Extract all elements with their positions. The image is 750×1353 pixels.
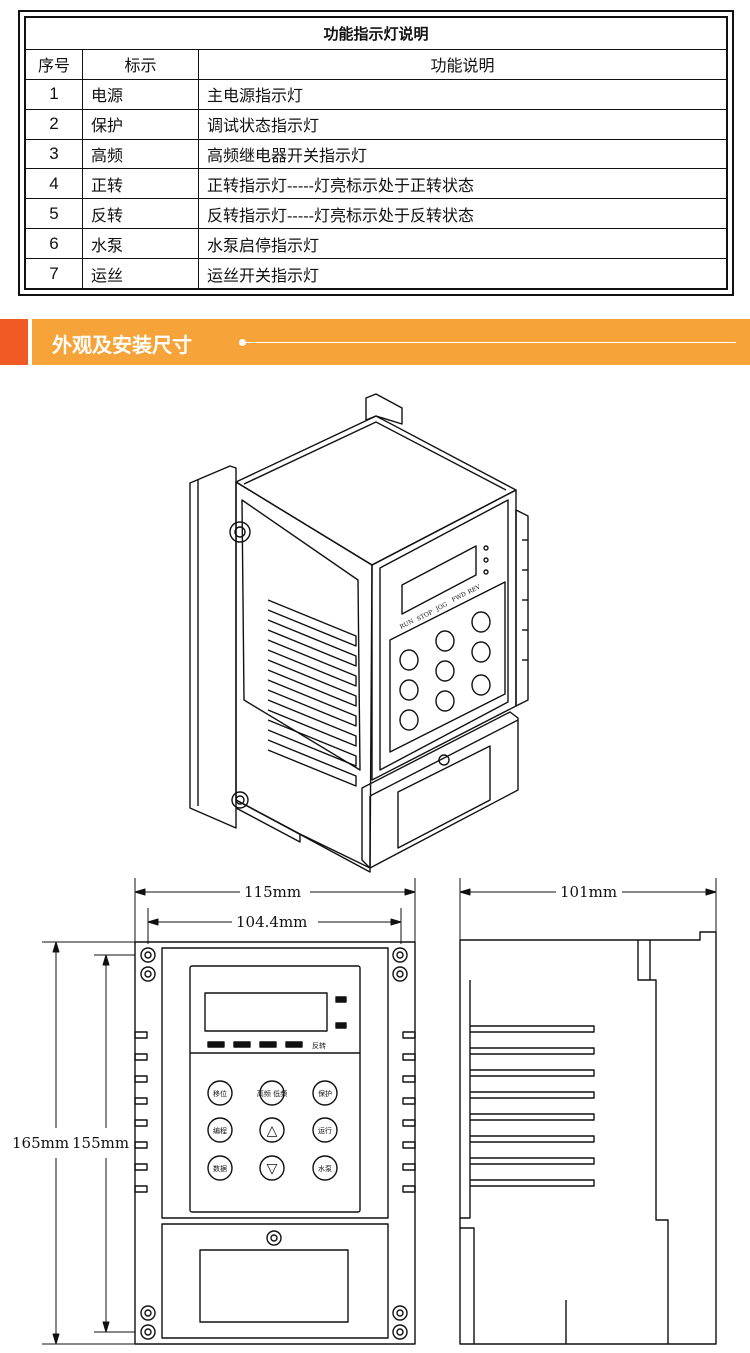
front-view [134,941,416,1345]
front-led-indicators [207,1041,303,1048]
table-row: 6 水泵 水泵启停指示灯 [25,228,727,260]
row-label: 高频 [82,138,199,170]
side-vents [470,1025,595,1187]
iso-keypad [389,581,506,753]
button-label: 高频 低频 [257,1089,287,1098]
iso-buttons [399,611,491,731]
section-title: 外观及安装尺寸 [52,333,192,357]
button-label: 运行 [318,1126,332,1135]
indicator-table: 功能指示灯说明 序号 标示 功能说明 1 电源 主电源指示灯 2 保护 调试状态… [18,10,734,296]
iso-side-face [235,481,373,873]
front-status-label: 反转 [312,1041,326,1050]
iso-bottom-cover [361,711,519,869]
row-label: 水泵 [82,228,199,260]
table-row: 7 运丝 运丝开关指示灯 [25,258,727,289]
table-title: 功能指示灯说明 [25,17,727,50]
banner-divider [246,342,736,343]
row-label: 反转 [82,198,199,230]
banner-dot-icon [239,339,246,346]
row-label: 保护 [82,108,199,140]
row-no: 7 [25,258,83,289]
button-label: 编程 [213,1126,227,1135]
front-buttons [207,1080,338,1181]
front-terminal-window [199,1249,349,1323]
dimension-lines [42,878,717,1345]
dim-depth: 101mm [560,883,617,901]
table-row: 2 保护 调试状态指示灯 [25,108,727,140]
iso-display [401,545,477,615]
indicator-table-grid: 功能指示灯说明 序号 标示 功能说明 1 电源 主电源指示灯 2 保护 调试状态… [25,17,727,289]
iso-mount-hole-icon [229,521,251,543]
table-row: 4 正转 正转指示灯-----灯亮标示处于正转状态 [25,168,727,200]
row-desc: 反转指示灯-----灯亮标示处于反转状态 [198,198,727,230]
row-desc: 水泵启停指示灯 [198,228,727,260]
row-desc: 正转指示灯-----灯亮标示处于正转状态 [198,168,727,200]
dim-width-outer: 115mm [244,883,301,901]
front-keypad-panel [189,965,361,1213]
row-no: 4 [25,168,83,200]
row-desc: 调试状态指示灯 [198,108,727,140]
iso-vents [267,599,357,787]
dim-height-inner: 155mm [72,1134,129,1152]
front-display [204,992,328,1032]
dim-width-inner: 104.4mm [236,913,307,931]
button-label: 水泵 [318,1164,332,1173]
header-label: 标示 [82,48,199,80]
front-bottom-cover [161,1223,389,1339]
row-no: 6 [25,228,83,260]
button-label: 数据 [213,1164,227,1173]
iso-terminal-window [397,745,491,849]
dim-height-outer: 165mm [12,1134,69,1152]
row-label: 电源 [82,78,199,110]
isometric-view [189,393,529,873]
button-label: 移位 [213,1089,227,1098]
row-label: 运丝 [82,258,199,289]
row-no: 5 [25,198,83,230]
table-row: 5 反转 反转指示灯-----灯亮标示处于反转状态 [25,198,727,230]
banner-accent-tab [0,319,28,365]
up-arrow-icon: △ [267,1123,278,1139]
front-mount-hole-icons [140,947,408,1340]
row-label: 正转 [82,168,199,200]
row-desc: 运丝开关指示灯 [198,258,727,289]
button-label: 保护 [318,1089,332,1098]
down-arrow-icon: ▽ [267,1161,278,1177]
row-no: 3 [25,138,83,170]
